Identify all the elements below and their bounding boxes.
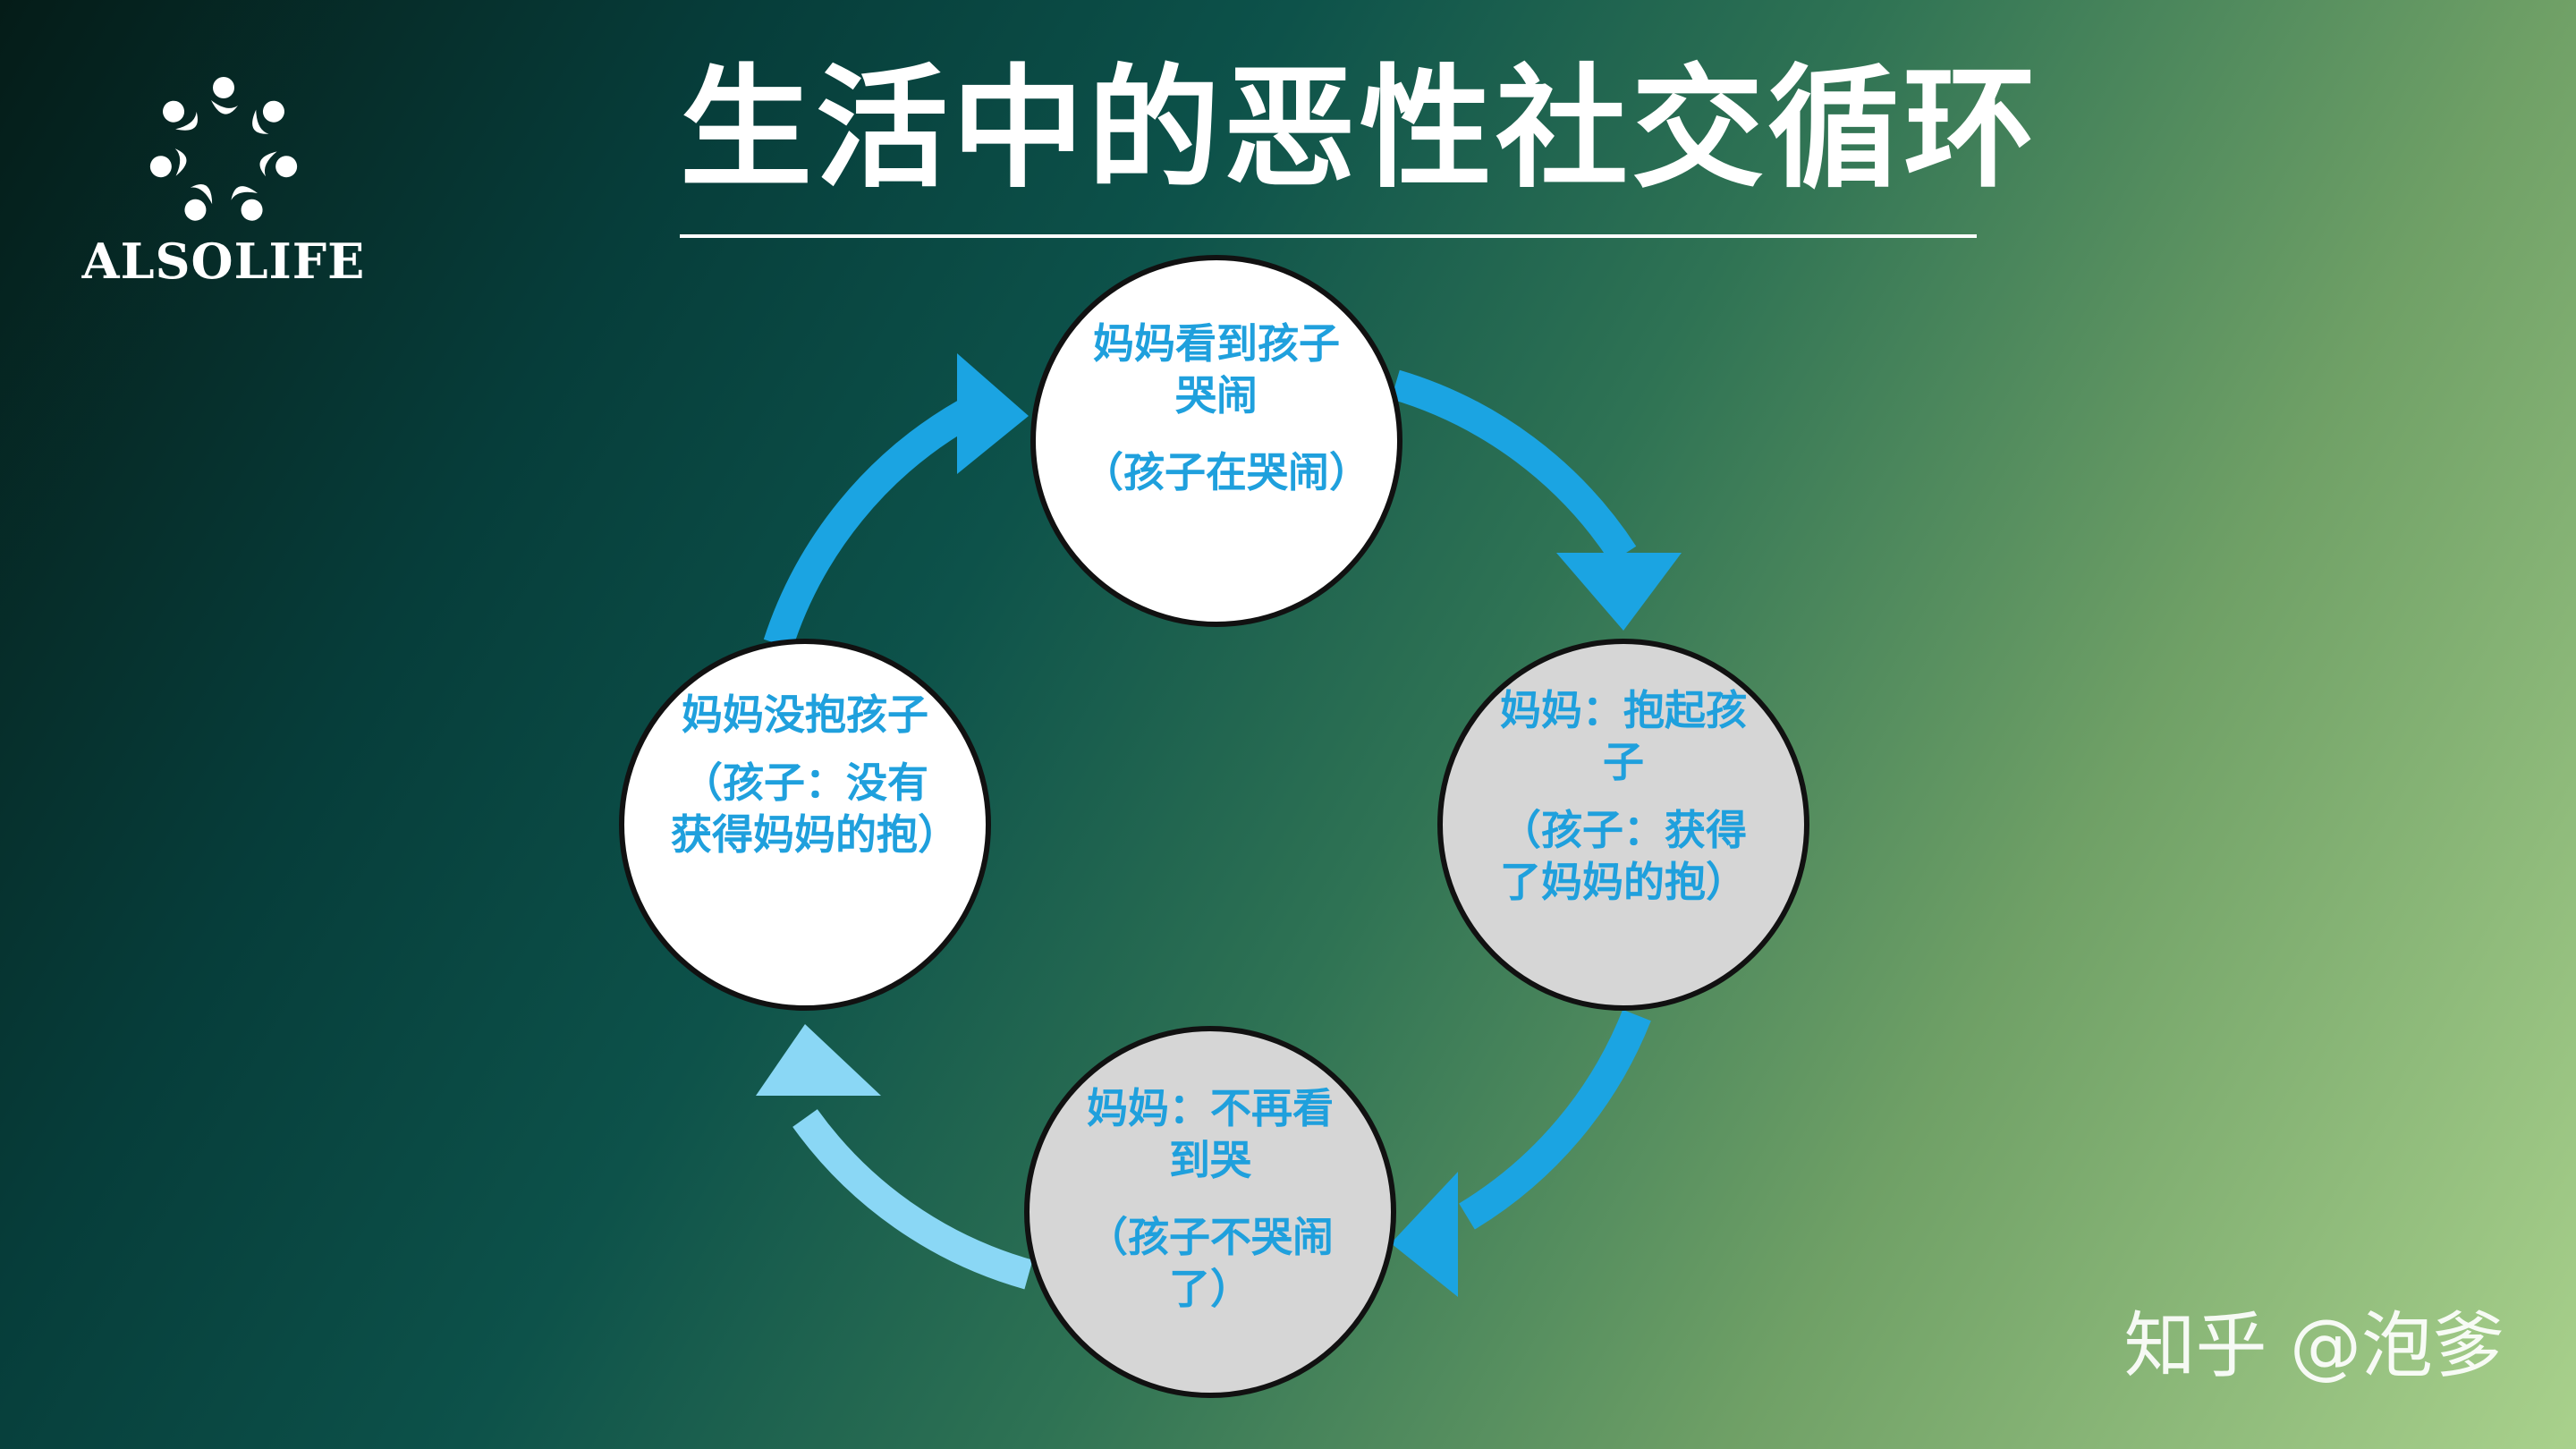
arrow-bottom-to-left: [792, 1109, 1033, 1290]
arrowhead-top: [957, 353, 1029, 474]
node-bottom-main: 妈妈：不再看到哭: [1087, 1084, 1334, 1184]
arrow-right-to-bottom: [1459, 1009, 1651, 1230]
node-circle-top: [1030, 255, 1402, 627]
node-circle-right: [1437, 639, 1809, 1011]
node-top-main: 妈妈看到孩子哭闹: [1093, 319, 1340, 419]
logo-people-ring-icon: [149, 77, 298, 221]
arrowhead-bottom: [1391, 1172, 1458, 1297]
node-left-sub: （孩子：没有获得妈妈的抱）: [671, 758, 959, 859]
page-title: 生活中的恶性社交循环: [680, 52, 2039, 206]
node-left-main: 妈妈没抱孩子: [682, 691, 928, 739]
node-right-sub: （孩子：获得了妈妈的抱）: [1500, 806, 1747, 906]
node-top-sub: （孩子在哭闹）: [1082, 448, 1370, 496]
node-top-text: 妈妈看到孩子哭闹 （孩子在哭闹）: [1082, 318, 1370, 498]
alsolife-logo: ALSOLIFE: [63, 54, 385, 304]
arrowhead-right: [1556, 553, 1682, 631]
title-underline: [680, 234, 1977, 238]
node-left-text: 妈妈没抱孩子 （孩子：没有获得妈妈的抱）: [671, 689, 959, 860]
node-bottom-text: 妈妈：不再看到哭 （孩子不哭闹了）: [1076, 1082, 1344, 1315]
node-circle-left: [619, 639, 991, 1011]
arrowhead-left: [756, 1024, 881, 1096]
node-right-text: 妈妈：抱起孩子 （孩子：获得了妈妈的抱）: [1489, 684, 1758, 908]
node-circle-bottom: [1024, 1026, 1396, 1398]
arrow-left-to-top: [763, 400, 974, 649]
node-right-main: 妈妈：抱起孩子: [1500, 686, 1747, 786]
node-bottom-sub: （孩子不哭闹了）: [1087, 1213, 1334, 1313]
logo-text: ALSOLIFE: [81, 233, 366, 290]
arrow-top-to-right: [1391, 369, 1637, 564]
zhihu-watermark: 知乎 @泡爹: [2123, 1304, 2504, 1387]
